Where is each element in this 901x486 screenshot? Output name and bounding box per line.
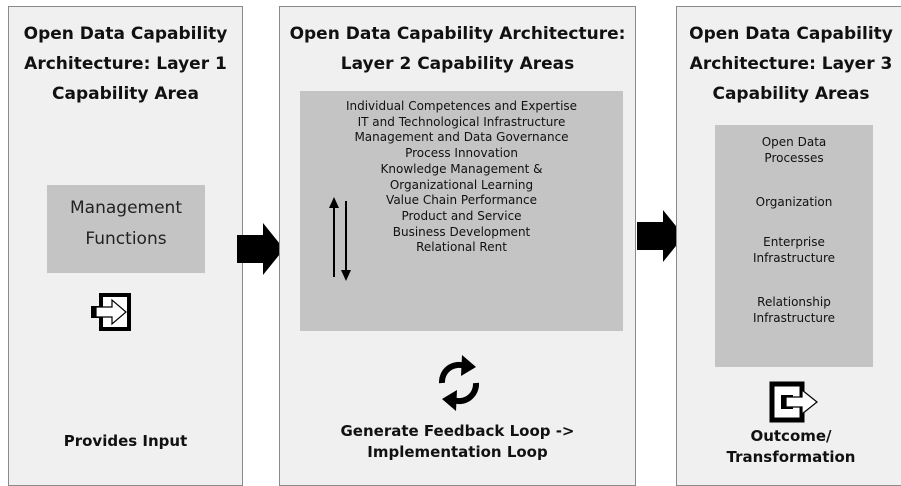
- layer2-title-line: Open Data Capability Architecture:: [289, 24, 626, 44]
- layer3-capability-line: Open Data: [761, 135, 827, 149]
- layer2-capability-item: Management and Data Governance: [354, 130, 569, 145]
- management-functions-line: Functions: [85, 229, 167, 249]
- management-functions-box: Management Functions: [47, 185, 205, 273]
- layer3-capability-item: Enterprise Infrastructure: [715, 235, 873, 266]
- layer2-title: Open Data Capability Architecture: Layer…: [280, 19, 635, 79]
- layer3-title: Open Data Capability Architecture: Layer…: [677, 19, 901, 109]
- right-arrow-icon: [637, 210, 684, 262]
- layer2-capability-list: Individual Competences and Expertise IT …: [300, 99, 623, 256]
- layer2-capability-item: Individual Competences and Expertise: [345, 99, 578, 113]
- export-icon: [769, 381, 818, 423]
- layer3-capability-item: Organization: [715, 195, 873, 211]
- layer3-capability-line: Enterprise: [763, 235, 825, 249]
- outcome-transformation-label: Outcome/ Transformation: [677, 426, 901, 468]
- layer3-capability-line: Organization: [755, 195, 833, 209]
- outcome-line: Outcome/: [750, 427, 832, 445]
- refresh-cycle-icon: [438, 355, 480, 411]
- feedback-loop-line: Implementation Loop: [367, 443, 548, 461]
- import-icon: [91, 293, 131, 331]
- layer3-capability-line: Processes: [764, 150, 824, 165]
- layer3-capability-item: Open Data Processes: [715, 135, 873, 166]
- layer2-capability-item: Product and Service: [401, 208, 522, 223]
- layer3-capability-item: Relationship Infrastructure: [715, 295, 873, 326]
- layer2-capability-item: IT and Technological Infrastructure: [357, 114, 566, 129]
- layer2-capability-item: Process Innovation: [405, 146, 518, 161]
- layer3-capability-line: Relationship: [757, 295, 831, 309]
- layer3-panel: Open Data Capability Architecture: Layer…: [676, 6, 901, 486]
- layer2-capabilities-box: Individual Competences and Expertise IT …: [300, 91, 623, 331]
- feedback-loop-line: Generate Feedback Loop ->: [340, 422, 575, 440]
- layer2-capability-item: Knowledge Management &: [380, 161, 543, 176]
- updown-arrows-icon: [329, 197, 351, 281]
- layer2-title-line: Layer 2 Capability Areas: [340, 54, 575, 74]
- layer3-title-line: Architecture: Layer 3: [689, 54, 893, 74]
- layer3-capability-line: Infrastructure: [752, 310, 836, 325]
- layer2-capability-item: Value Chain Performance: [386, 193, 537, 208]
- layer1-title-line: Capability Area: [52, 84, 199, 104]
- management-functions-line: Management: [70, 198, 182, 218]
- layer2-capability-item: Relational Rent: [416, 240, 507, 255]
- layer1-title: Open Data Capability Architecture: Layer…: [9, 19, 242, 109]
- layer2-capability-item: Business Development: [392, 224, 531, 239]
- layer3-capability-line: Infrastructure: [752, 250, 836, 265]
- layer1-panel: Open Data Capability Architecture: Layer…: [8, 6, 243, 486]
- feedback-loop-label: Generate Feedback Loop -> Implementation…: [280, 421, 635, 463]
- provides-input-label: Provides Input: [63, 432, 188, 450]
- layer3-capabilities-box: Open Data Processes Organization Enterpr…: [715, 125, 873, 367]
- layer2-capability-item: Organizational Learning: [389, 177, 534, 192]
- outcome-line: Transformation: [726, 448, 856, 466]
- right-arrow-icon: [237, 223, 284, 275]
- layer1-title-line: Architecture: Layer 1: [24, 54, 227, 74]
- layer1-title-line: Open Data Capability: [23, 24, 228, 44]
- layer3-title-line: Capability Areas: [712, 84, 870, 104]
- layer3-title-line: Open Data Capability: [689, 24, 893, 44]
- layer2-panel: Open Data Capability Architecture: Layer…: [279, 6, 636, 486]
